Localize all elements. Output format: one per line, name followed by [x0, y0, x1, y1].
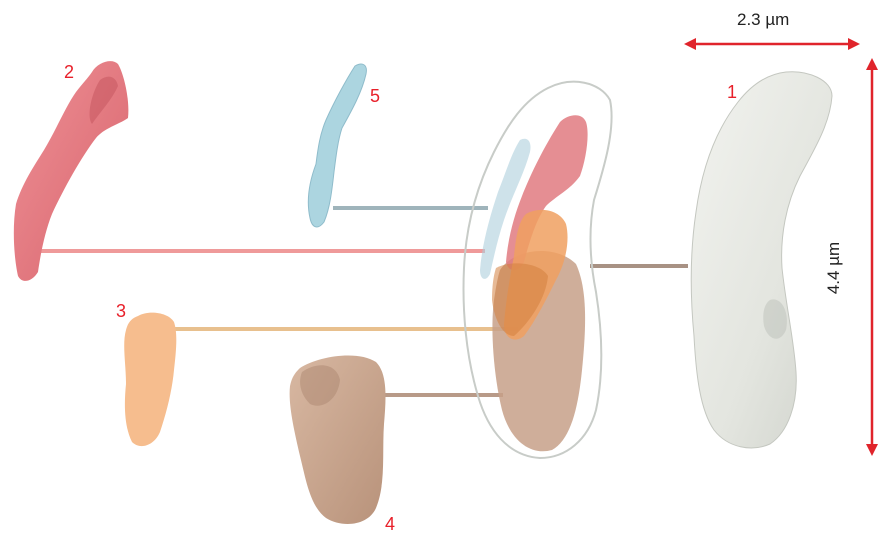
- width-scale-arrow: [684, 38, 860, 50]
- height-scale-arrow: [866, 58, 878, 456]
- label-3: 3: [116, 301, 126, 322]
- label-1: 1: [727, 82, 737, 103]
- part-5-shape: [308, 64, 366, 227]
- label-2: 2: [64, 62, 74, 83]
- part-3-shape: [124, 313, 176, 446]
- width-dimension-label: 2.3 µm: [737, 10, 789, 30]
- part-1-shape: [691, 72, 832, 448]
- label-5: 5: [370, 86, 380, 107]
- label-4: 4: [385, 514, 395, 535]
- height-dimension-label: 4.4 µm: [824, 242, 844, 294]
